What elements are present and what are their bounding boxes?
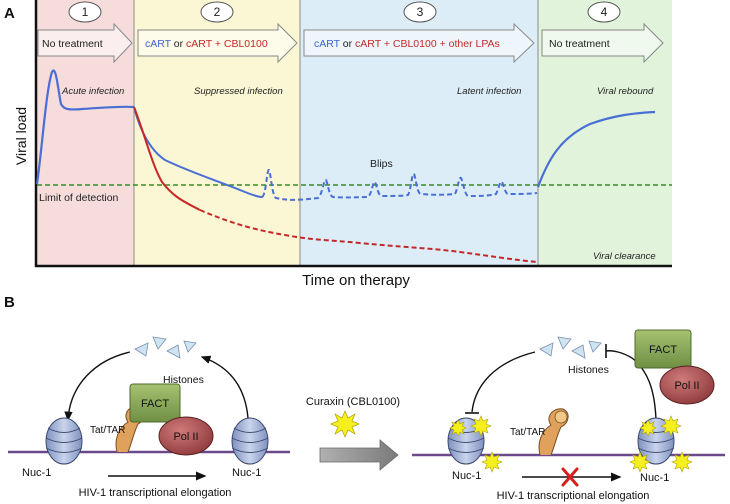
pol-ii-icon: Pol II xyxy=(659,365,715,405)
blocked-histone-arrow-right xyxy=(605,350,657,421)
phase-number-2: 2 xyxy=(200,1,234,23)
histones-label: Histones xyxy=(568,364,609,376)
phase-number-1: 1 xyxy=(68,1,102,23)
left-scheme: Histones Tat/TAR FACT xyxy=(8,336,290,499)
nucleosome-right-icon xyxy=(231,417,269,465)
blips-label: Blips xyxy=(370,158,393,170)
curaxin-star-icon xyxy=(330,410,360,438)
caption-latent-infection: Latent infection xyxy=(457,86,521,97)
x-axis-label: Time on therapy xyxy=(302,272,410,289)
svg-text:1: 1 xyxy=(82,5,89,19)
histone-fragments-icon xyxy=(134,336,197,359)
phase-2-arrow: cART or cART + CBL0100 xyxy=(137,22,298,64)
cart-cbl0100-curve-solid xyxy=(133,106,201,211)
nuc-1-left-label: Nuc-1 xyxy=(452,470,481,482)
phase-3-arrow-text: cART or cART + CBL0100 + other LPAs xyxy=(314,38,500,50)
panel-b-label: B xyxy=(4,294,15,311)
phase-1-arrow: No treatment xyxy=(37,22,133,64)
blocked-histone-arrow-left xyxy=(471,351,536,413)
cart-curve-dashed xyxy=(261,168,538,201)
histone-arrow-from-right-nucleosome xyxy=(200,355,249,419)
histones-label: Histones xyxy=(163,374,204,386)
nuc-1-left-label: Nuc-1 xyxy=(22,467,51,479)
caption-viral-rebound: Viral rebound xyxy=(597,86,654,97)
curaxin-label: Curaxin (CBL0100) xyxy=(306,396,400,408)
limit-of-detection-label: Limit of detection xyxy=(39,192,119,204)
phase-4-arrow: No treatment xyxy=(541,22,664,64)
histone-arrow-to-left-nucleosome xyxy=(64,351,131,422)
tat-tar-label: Tat/TAR xyxy=(510,427,545,438)
svg-text:FACT: FACT xyxy=(141,398,169,410)
viral-rebound-curve xyxy=(536,110,656,188)
right-scheme: Histones FACT Pol II xyxy=(412,329,725,502)
curaxin-bound-stars xyxy=(449,415,693,473)
svg-text:Pol II: Pol II xyxy=(173,431,198,443)
cart-cbl0100-curve-dashed xyxy=(199,209,538,263)
phase-number-4: 4 xyxy=(587,1,621,23)
svg-text:3: 3 xyxy=(417,5,424,19)
y-axis-label: Viral load xyxy=(13,107,29,165)
acute-infection-curve xyxy=(35,69,135,185)
svg-text:FACT: FACT xyxy=(649,344,677,356)
treatment-arrow-icon xyxy=(319,439,399,471)
phase-3-arrow: cART or cART + CBL0100 + other LPAs xyxy=(303,22,535,64)
svg-text:2: 2 xyxy=(214,5,221,19)
block-x-icon xyxy=(561,467,579,487)
drug-transition: Curaxin (CBL0100) xyxy=(306,396,400,471)
tat-tar-label: Tat/TAR xyxy=(90,425,125,436)
elongation-label: HIV-1 transcriptional elongation xyxy=(497,490,650,502)
pol-ii-icon: Pol II xyxy=(158,416,214,456)
tat-tar-icon xyxy=(538,408,569,456)
elongation-label: HIV-1 transcriptional elongation xyxy=(79,487,232,499)
panel-b: B Histones xyxy=(4,294,725,502)
panel-a: A 1 2 3 4 No treatment xyxy=(4,0,672,289)
panel-a-label: A xyxy=(4,5,15,22)
fact-complex-icon: FACT xyxy=(129,383,181,423)
svg-text:Pol II: Pol II xyxy=(674,380,699,392)
histone-fragments-icon xyxy=(539,336,602,359)
nucleosome-left-icon xyxy=(45,417,83,465)
phase-1-arrow-text: No treatment xyxy=(42,38,103,50)
phase-4-arrow-text: No treatment xyxy=(549,38,610,50)
caption-suppressed-infection: Suppressed infection xyxy=(194,86,283,97)
nuc-1-right-label: Nuc-1 xyxy=(232,467,261,479)
svg-text:4: 4 xyxy=(601,5,608,19)
viral-clearance-label: Viral clearance xyxy=(593,251,656,262)
caption-acute-infection: Acute infection xyxy=(61,86,124,97)
fact-complex-icon: FACT xyxy=(634,329,692,369)
phase-number-3: 3 xyxy=(403,1,437,23)
nuc-1-right-label: Nuc-1 xyxy=(640,472,669,484)
phase-2-arrow-text: cART or cART + CBL0100 xyxy=(145,38,268,50)
